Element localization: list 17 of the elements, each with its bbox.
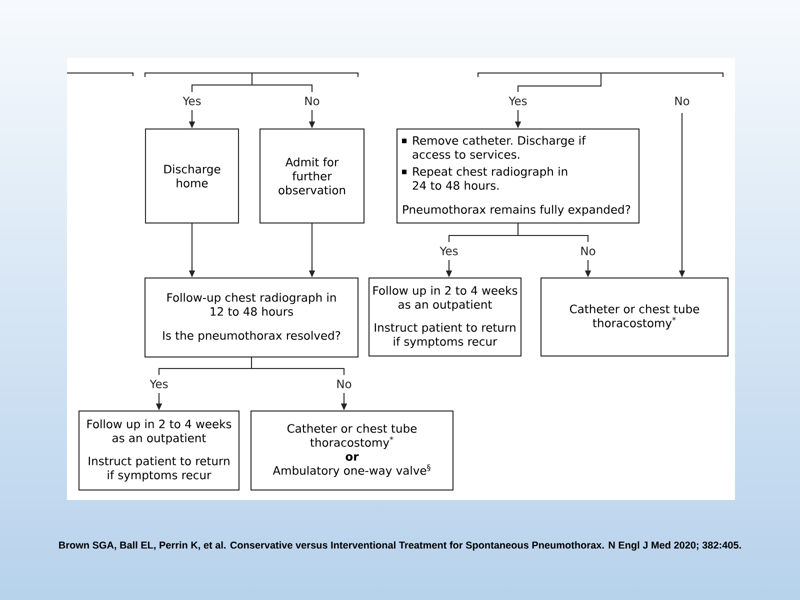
process-box: Catheter or chest tube thoracostomy$^{*}$ [540,278,728,356]
edge-label: Yes [181,92,203,110]
edge-label: Yes [507,92,529,110]
edge-label: Yes [438,242,460,260]
process-box: Follow up in 2 to 4 weeks as an outpatient Instruct patient to return if symptoms recur [78,410,240,490]
edge-label: No [672,92,692,110]
edge-label: Yes [148,375,170,393]
edge-label: No [302,92,322,110]
edge-label: No [334,375,354,393]
citation-text: Brown SGA, Ball EL, Perrin K, et al. Conservative versus Interventional Treatment for Spontaneous Pneumothorax. N Engl J Med 2020; 382:405. [59,541,741,551]
process-box: Remove catheter. Discharge if access to services. Repeat chest radiograph in 24 to 48 hours. Pneumothorax remains fully expanded? [396,128,640,224]
process-box: Admit for further observation [260,128,364,224]
process-box: Follow-up chest radiograph in 12 to 48 hours Is the pneumothorax resolved? [144,278,358,358]
process-box: Catheter or chest tube thoracostomy$^{*}$ or Ambulatory one-way valve$^{§}$ [250,410,454,490]
process-box: Discharge home [145,128,239,224]
process-box: Follow up in 2 to 4 weeks as an outpatient Instruct patient to return if symptoms recur [368,278,522,356]
edge-label: No [578,242,598,260]
